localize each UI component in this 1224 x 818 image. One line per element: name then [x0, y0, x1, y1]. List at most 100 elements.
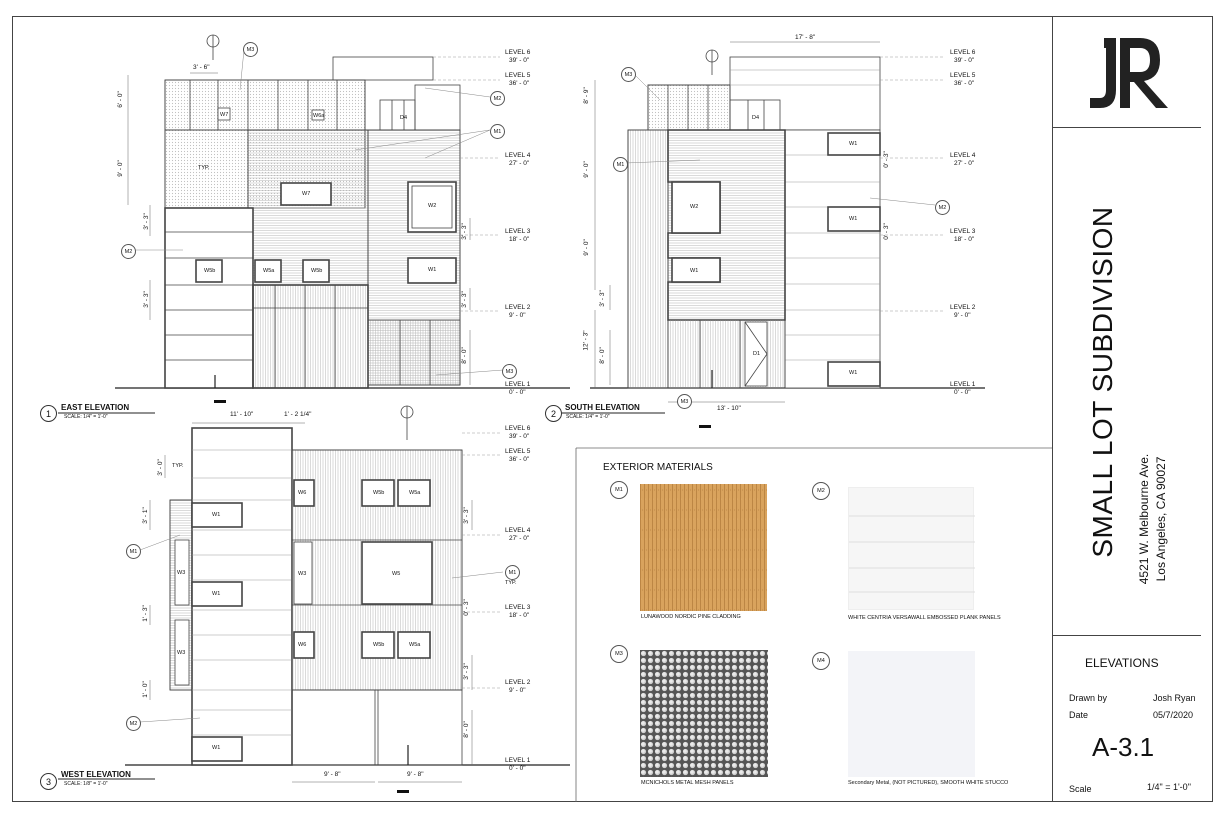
dimension: 17' - 8" [795, 34, 816, 41]
level-2-label: LEVEL 2 [505, 679, 531, 686]
window-tag: W1 [212, 591, 221, 597]
dimension: 8' - 0" [598, 347, 606, 364]
address-line-2: Los Angeles, CA 90027 [1154, 456, 1168, 582]
level-2-label: LEVEL 2 [950, 304, 976, 311]
drawn-by-label: Drawn by [1069, 693, 1108, 703]
level-2-elev: 9' - 0" [509, 687, 526, 694]
dimension: 8' - 0" [460, 347, 468, 364]
window-tag: W1 [428, 267, 437, 273]
level-5-label: LEVEL 5 [505, 448, 531, 455]
typ-label: TYP. [505, 580, 517, 586]
view-number: 3 [40, 773, 57, 790]
level-6-label: LEVEL 6 [505, 49, 531, 56]
window-tag: W3 [298, 571, 307, 577]
window-tag: W2 [428, 203, 437, 209]
swatch-caption: WHITE CENTRIA VERSAWALL EMBOSSED PLANK P… [848, 615, 1001, 621]
tag-m3: M3 [610, 645, 628, 663]
dimension: 3' - 3" [142, 213, 150, 230]
dimension: 1' - 3" [141, 605, 149, 622]
drawing-sheet [12, 16, 1213, 802]
level-1-elev: 0' - 0" [509, 389, 526, 396]
divider [1052, 127, 1201, 128]
dimension: 0' - 3" [882, 223, 890, 240]
tag-m1: M1 [613, 157, 628, 172]
level-6-elev: 39' - 0" [509, 433, 530, 440]
tag-m1: M1 [505, 565, 520, 580]
tag-m3: M3 [621, 67, 636, 82]
address-line-1: 4521 W. Melbourne Ave. [1137, 453, 1151, 585]
scale-label: Scale [1069, 784, 1092, 794]
date-label: Date [1069, 710, 1089, 720]
swatch-pine-cladding [640, 484, 767, 611]
level-4-elev: 27' - 0" [954, 160, 975, 167]
level-1-elev: 0' - 0" [954, 389, 971, 396]
view-number: 2 [545, 405, 562, 422]
door-tag: D1 [753, 351, 761, 357]
tag-m2: M2 [935, 200, 950, 215]
window-tag: W5b [311, 268, 323, 274]
level-2-elev: 9' - 0" [954, 312, 971, 319]
window-tag: W5a [409, 490, 421, 496]
dimension: 3' - 3" [462, 507, 470, 524]
window-tag: W7 [220, 112, 229, 118]
divider [1052, 635, 1201, 636]
swatch-plank-panels [848, 487, 975, 610]
typ-label: TYP. [172, 463, 184, 469]
tag-m1: M1 [126, 544, 141, 559]
window-tag: W1 [690, 268, 699, 274]
dimension: 11' - 10" [230, 411, 254, 418]
date-value: 05/7/2020 [1153, 710, 1194, 720]
tag-m3: M3 [677, 394, 692, 409]
level-3-elev: 18' - 0" [954, 236, 975, 243]
view-scale: SCALE: 1/8" = 1'-0" [64, 781, 108, 787]
swatch-caption: LUNAWOOD NORDIC PINE CLADDING [641, 614, 741, 620]
tag-m2: M2 [490, 91, 505, 106]
dimension: 0' - 3" [462, 599, 470, 616]
dimension: 9' - 8" [324, 771, 341, 778]
tag-m3: M3 [502, 364, 517, 379]
elevation-drawings [58, 34, 1052, 802]
level-1-label: LEVEL 1 [950, 381, 976, 388]
window-tag: W5b [373, 490, 385, 496]
window-tag: W1 [849, 216, 858, 222]
sheet-title: ELEVATIONS [1085, 656, 1159, 670]
window-tag: W1 [849, 370, 858, 376]
level-6-elev: 39' - 0" [954, 57, 975, 64]
sheet-number: A-3.1 [1092, 732, 1155, 762]
tag-m3: M3 [243, 42, 258, 57]
logo-text: JR [1088, 34, 1089, 35]
level-4-label: LEVEL 4 [505, 527, 531, 534]
level-5-label: LEVEL 5 [505, 72, 531, 79]
window-tag: W3 [177, 570, 186, 576]
level-3-elev: 18' - 0" [509, 612, 530, 619]
view-title: WEST ELEVATION [61, 770, 131, 779]
dimension: 3' - 3" [462, 663, 470, 680]
level-5-elev: 36' - 0" [954, 80, 975, 87]
level-3-label: LEVEL 3 [505, 604, 531, 611]
level-5-label: LEVEL 5 [950, 72, 976, 79]
south-elevation [590, 41, 985, 428]
west-elevation [125, 405, 570, 793]
window-tag: W2 [690, 204, 699, 210]
dimension: 3' - 6" [193, 64, 210, 71]
window-tag: W3 [177, 650, 186, 656]
window-tag: W5b [373, 642, 385, 648]
tag-m1: M1 [490, 124, 505, 139]
level-5-elev: 36' - 0" [509, 80, 530, 87]
level-2-label: LEVEL 2 [505, 304, 531, 311]
window-tag: W5 [392, 571, 401, 577]
tag-m1: M1 [610, 481, 628, 499]
tag-m4: M4 [812, 652, 830, 670]
jr-logo [1088, 34, 1172, 116]
window-tag: W1 [212, 745, 221, 751]
view-scale: SCALE: 1/4" = 1'-0" [566, 414, 610, 420]
tag-m2: M2 [126, 716, 141, 731]
dimension: 9' - 0" [582, 161, 590, 178]
swatch-caption: MCNICHOLS METAL MESH PANELS [641, 780, 734, 786]
level-2-elev: 9' - 0" [509, 312, 526, 319]
level-4-elev: 27' - 0" [509, 535, 530, 542]
level-3-elev: 18' - 0" [509, 236, 530, 243]
swatch-metal-mesh [640, 650, 768, 777]
dimension: 0' - 3" [882, 151, 890, 168]
dimension: 3' - 0" [156, 459, 164, 476]
